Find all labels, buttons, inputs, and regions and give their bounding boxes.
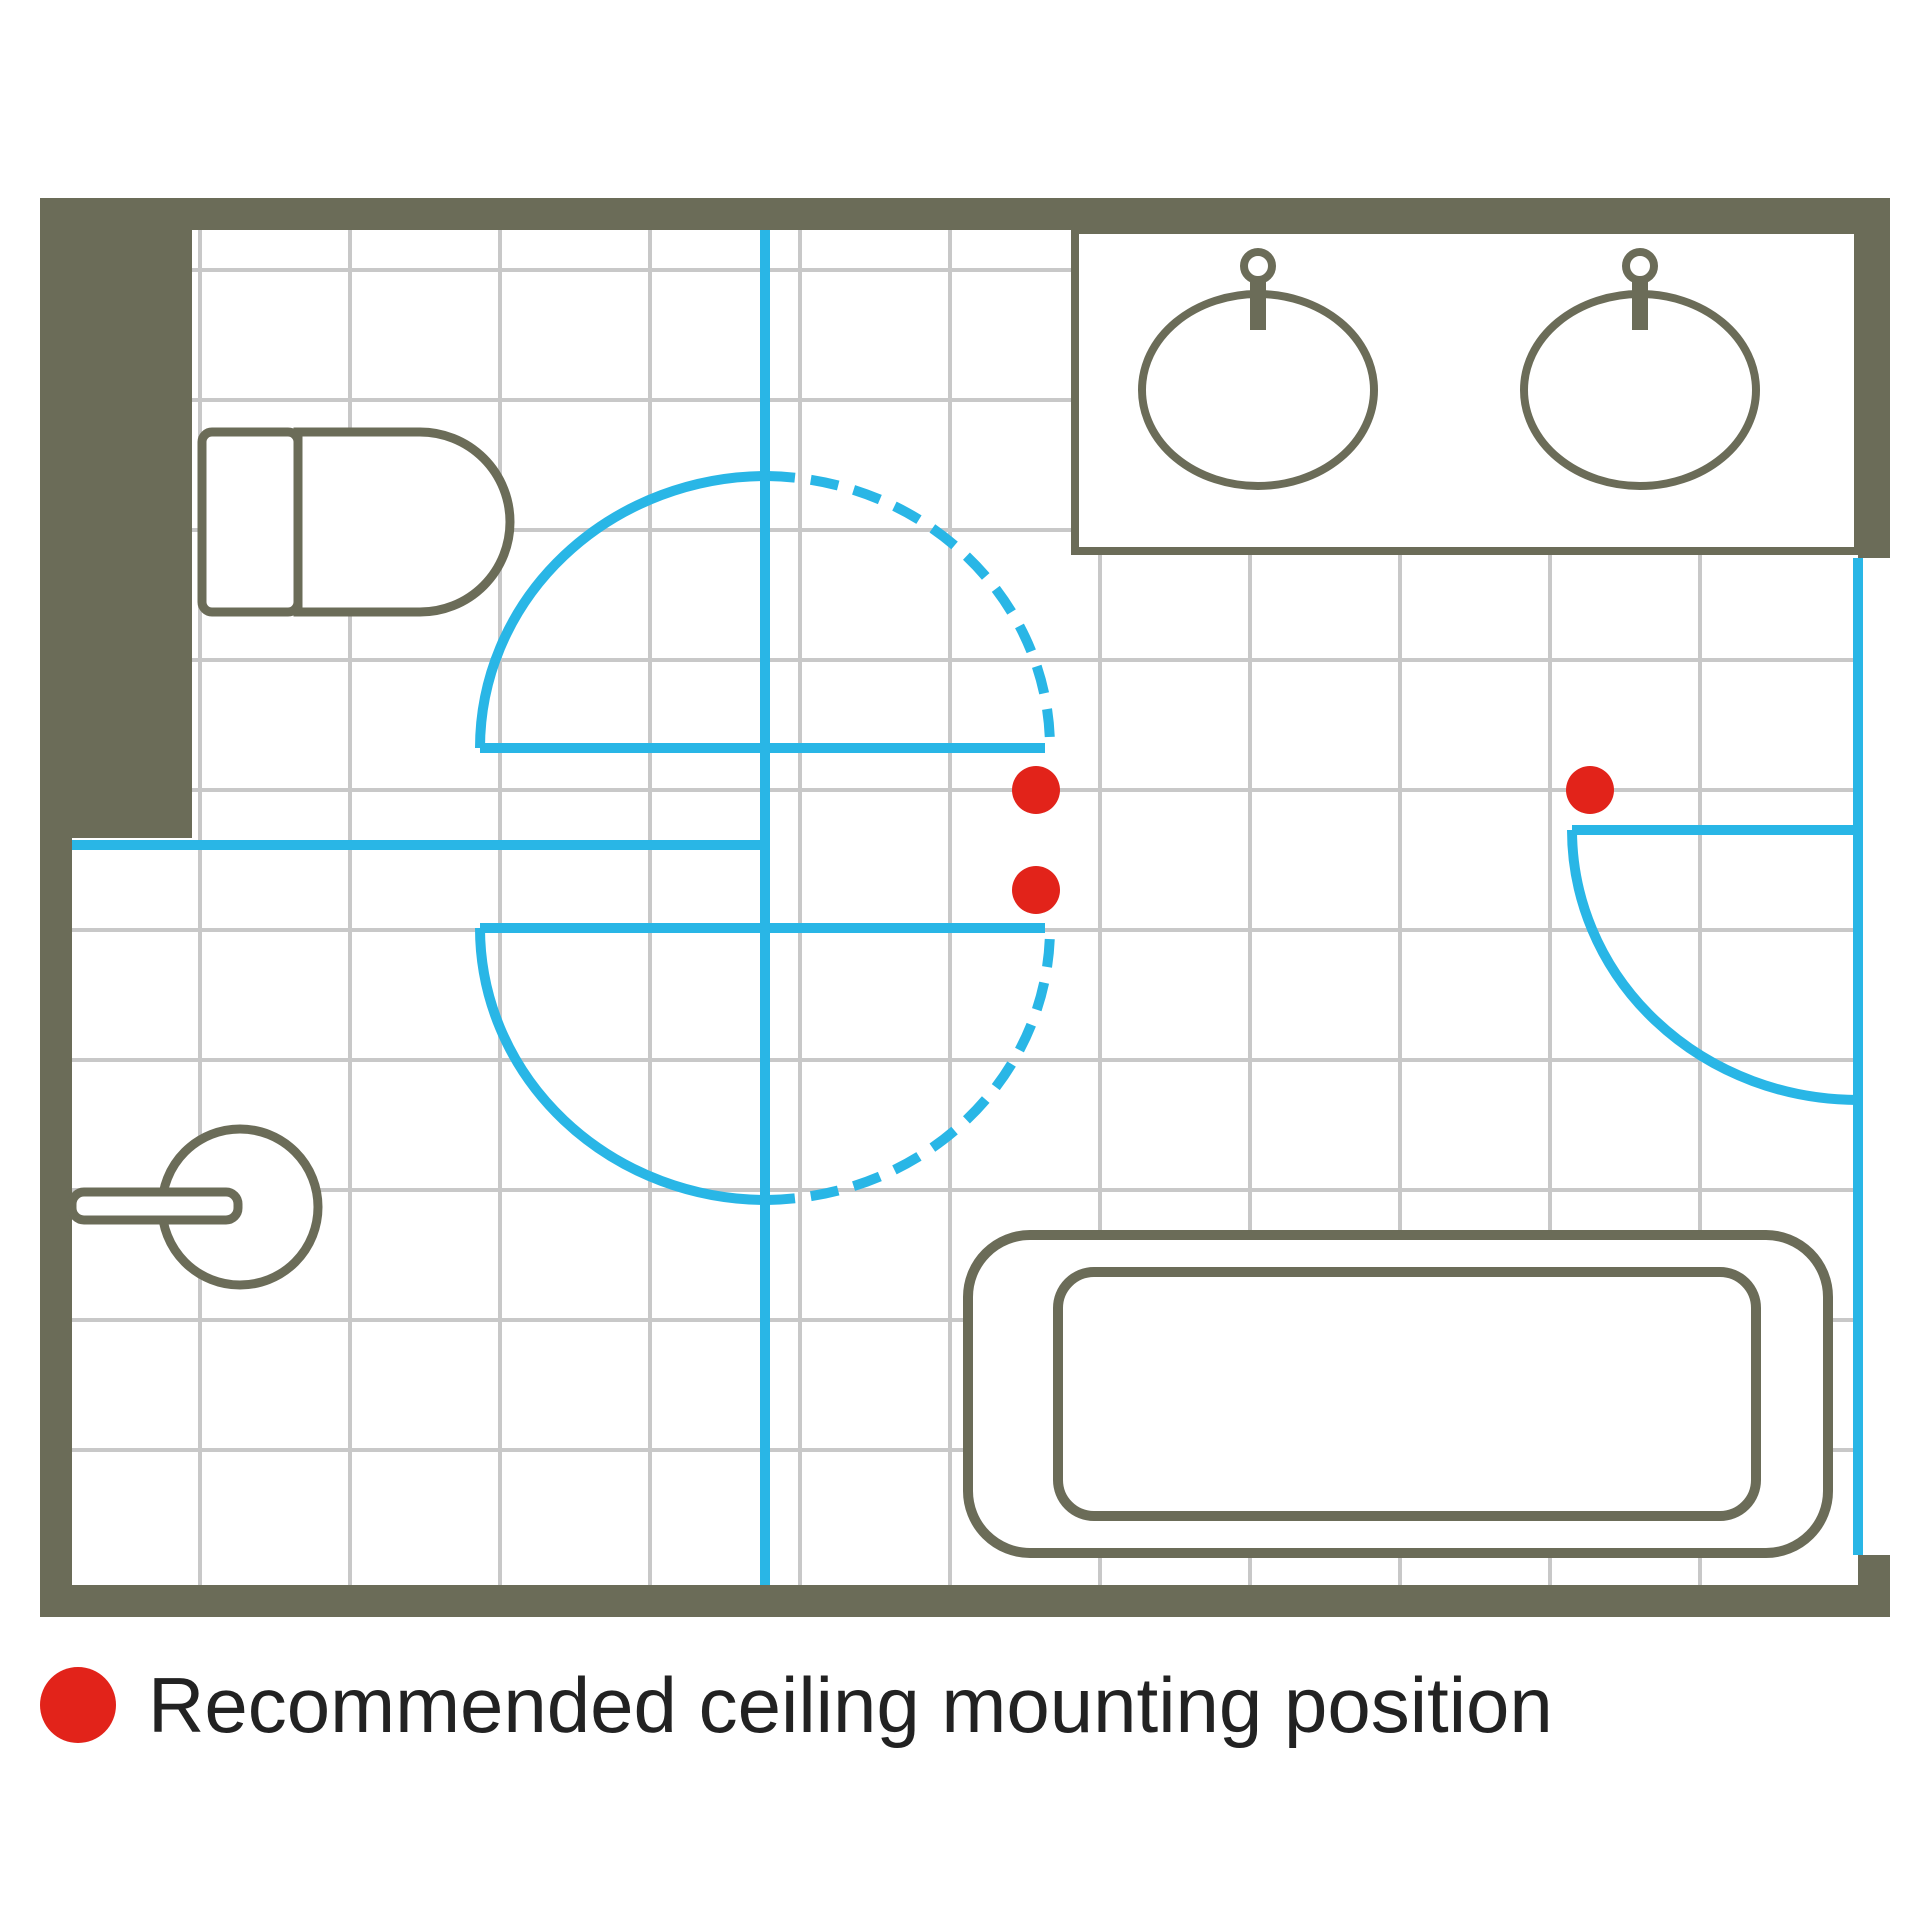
shower-arm bbox=[67, 1187, 243, 1225]
wall-right-upper bbox=[1858, 198, 1890, 558]
mounting-marker bbox=[1566, 766, 1614, 814]
door-upper-swing-dashed bbox=[766, 471, 1055, 749]
toilet-bowl bbox=[293, 427, 515, 617]
wall-left-thick bbox=[40, 198, 192, 838]
sink-tap-right bbox=[1622, 248, 1658, 284]
bathtub-outer bbox=[963, 1230, 1833, 1558]
toilet-icon bbox=[197, 427, 515, 617]
sink-tap-left bbox=[1240, 248, 1276, 284]
legend-marker-icon bbox=[40, 1667, 116, 1743]
toilet-tank bbox=[197, 427, 303, 617]
bathtub-inner bbox=[1053, 1267, 1761, 1521]
legend: Recommended ceiling mounting position bbox=[40, 1660, 1553, 1750]
door-upper-swing bbox=[475, 471, 768, 749]
mounting-marker bbox=[1012, 866, 1060, 914]
shower-icon bbox=[67, 1124, 323, 1290]
wall-top bbox=[40, 198, 1890, 230]
wall-bottom bbox=[40, 1585, 1890, 1617]
sink-icon bbox=[1520, 248, 1760, 490]
door-lower-swing-dashed bbox=[766, 927, 1055, 1205]
mounting-marker bbox=[1012, 766, 1060, 814]
sink-icon bbox=[1138, 248, 1378, 490]
door-lower-swing bbox=[475, 927, 768, 1205]
zone-lines bbox=[72, 230, 1863, 1585]
walls bbox=[40, 198, 1890, 1617]
double-vanity bbox=[1071, 226, 1862, 555]
door-right-swing bbox=[1567, 829, 1859, 1105]
wall-right-lower bbox=[1858, 1555, 1890, 1617]
bathtub-icon bbox=[963, 1230, 1833, 1558]
legend-label: Recommended ceiling mounting position bbox=[148, 1661, 1553, 1749]
mounting-markers bbox=[1012, 766, 1614, 914]
